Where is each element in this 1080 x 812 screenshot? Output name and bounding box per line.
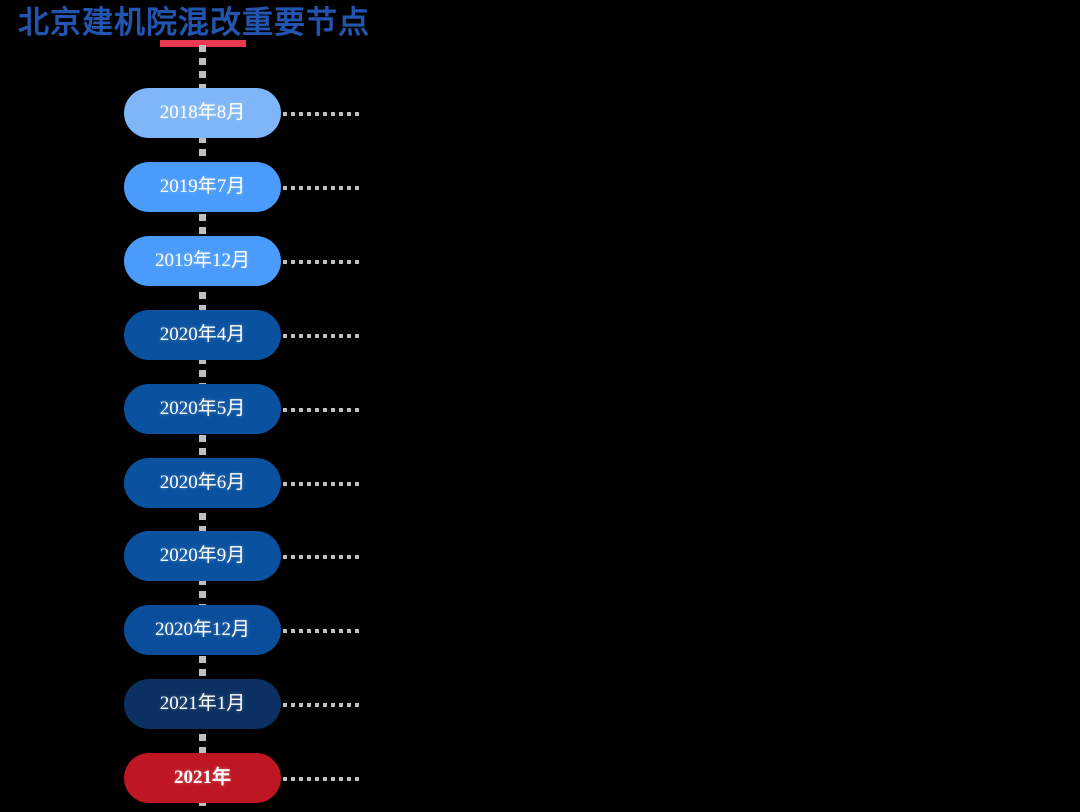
title-underline-bar (160, 40, 246, 47)
timeline-node-pill[interactable]: 2018年8月 (124, 88, 281, 138)
timeline-node-connector (283, 186, 361, 190)
timeline-node-connector (283, 777, 361, 781)
timeline-node-pill[interactable]: 2020年12月 (124, 605, 281, 655)
timeline-node-pill[interactable]: 2021年 (124, 753, 281, 803)
timeline-node: 2021年1月 (0, 679, 1080, 729)
timeline-node-pill[interactable]: 2020年4月 (124, 310, 281, 360)
timeline-node-connector (283, 334, 361, 338)
timeline-node-label: 2019年7月 (159, 176, 246, 197)
timeline-node-connector (283, 112, 361, 116)
timeline-node-pill[interactable]: 2019年7月 (124, 162, 281, 212)
timeline-node-pill[interactable]: 2020年5月 (124, 384, 281, 434)
timeline-node: 2019年7月 (0, 162, 1080, 212)
timeline-node-pill[interactable]: 2019年12月 (124, 236, 281, 286)
timeline-node-label: 2020年4月 (159, 324, 246, 345)
timeline-node-label: 2019年12月 (154, 250, 250, 271)
timeline-node-label: 2020年12月 (154, 619, 250, 640)
timeline-node: 2020年5月 (0, 384, 1080, 434)
timeline-node-label: 2021年 (173, 767, 231, 788)
timeline-node-pill[interactable]: 2020年9月 (124, 531, 281, 581)
timeline-node: 2021年 (0, 753, 1080, 803)
timeline-node-label: 2020年5月 (159, 398, 246, 419)
page-title: 北京建机院混改重要节点 (18, 5, 370, 40)
timeline-node: 2020年6月 (0, 458, 1080, 508)
timeline-node-connector (283, 482, 361, 486)
timeline-node-pill[interactable]: 2020年6月 (124, 458, 281, 508)
timeline-node-connector (283, 629, 361, 633)
timeline-node-label: 2018年8月 (159, 102, 246, 123)
timeline-node-label: 2021年1月 (159, 693, 246, 714)
timeline-node: 2020年4月 (0, 310, 1080, 360)
timeline-node: 2019年12月 (0, 236, 1080, 286)
timeline-node-connector (283, 260, 361, 264)
timeline-node-label: 2020年9月 (159, 545, 246, 566)
timeline-node: 2020年9月 (0, 531, 1080, 581)
timeline-node-connector (283, 703, 361, 707)
timeline-node-pill[interactable]: 2021年1月 (124, 679, 281, 729)
timeline-node-connector (283, 408, 361, 412)
timeline-node-connector (283, 555, 361, 559)
timeline-node: 2018年8月 (0, 88, 1080, 138)
timeline-node-label: 2020年6月 (159, 472, 246, 493)
timeline-node: 2020年12月 (0, 605, 1080, 655)
